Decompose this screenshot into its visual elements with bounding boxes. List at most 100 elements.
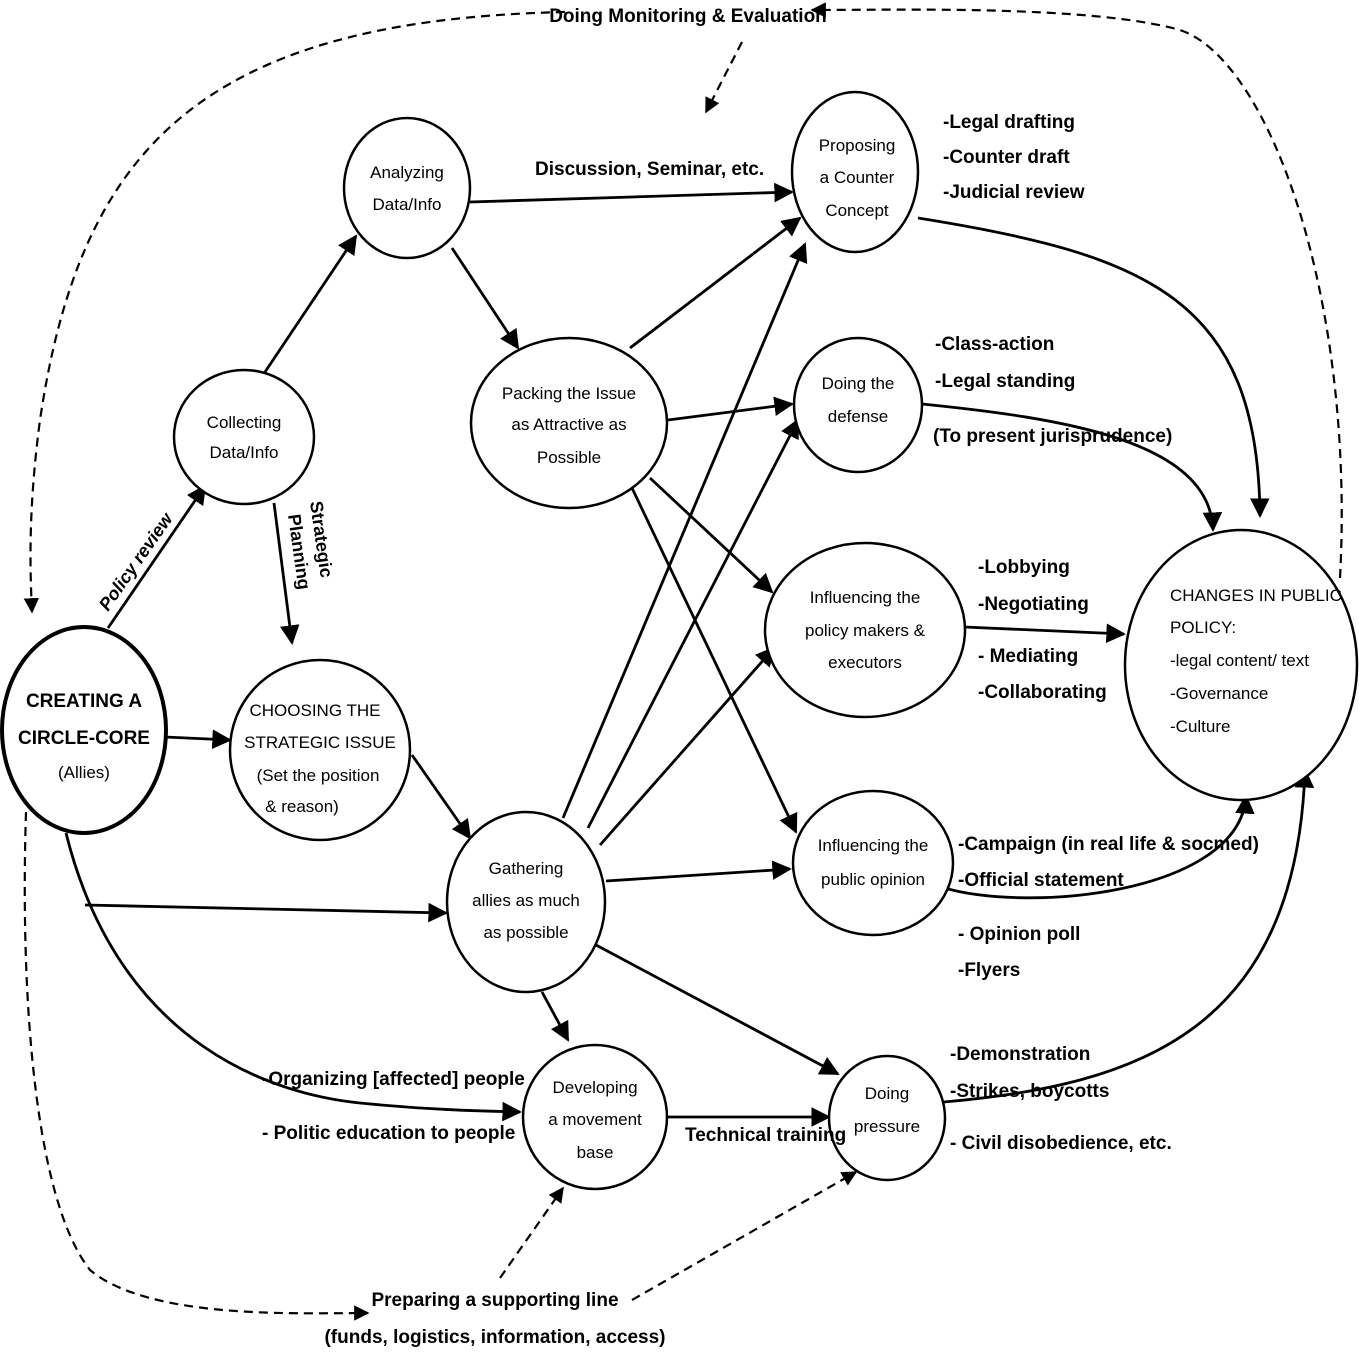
node-pressure: Doing pressure — [827, 1054, 947, 1182]
changes-line-5: -Culture — [1170, 717, 1230, 736]
edge-core-to-gathering — [84, 902, 448, 923]
proposing-line-3: Concept — [825, 201, 889, 220]
gathering-line-3: as possible — [483, 923, 568, 942]
influencing-public-line-1: Influencing the — [818, 836, 929, 855]
edge-proposing-to-changes — [917, 216, 1270, 518]
changes-line-4: -Governance — [1170, 684, 1268, 703]
pressure-line-1: Doing — [865, 1084, 909, 1103]
influencing-public-line-2: public opinion — [821, 870, 925, 889]
node-analyzing: Analyzing Data/Info — [342, 116, 472, 260]
supporting-line-label-2: (funds, logistics, information, access) — [324, 1327, 665, 1348]
dashed-edges — [23, 2, 1343, 1321]
pressure-list-1: -Demonstration — [950, 1044, 1090, 1065]
public-list-1: -Campaign (in real life & socmed) — [958, 834, 1259, 855]
proposing-list-1: -Legal drafting — [943, 112, 1075, 133]
changes-line-3: -legal content/ text — [1170, 651, 1309, 670]
defense-line-1: Doing the — [822, 374, 895, 393]
packing-line-2: as Attractive as — [511, 415, 626, 434]
public-list-2: -Official statement — [958, 870, 1124, 891]
edge-gathering-to-defense — [586, 418, 800, 829]
edge-pressure-to-changes — [943, 768, 1315, 1104]
edge-gathering-to-influencing-public — [605, 860, 792, 883]
node-packing: Packing the Issue as Attractive as Possi… — [469, 336, 669, 510]
policy-review-label: Policy review — [95, 509, 177, 615]
edge-influencing-policy-to-changes — [963, 623, 1126, 644]
proposing-list-2: -Counter draft — [943, 147, 1070, 168]
edge-packing-to-influencing-policy — [649, 476, 774, 594]
influencing-policy-line-3: executors — [828, 653, 902, 672]
proposing-line-1: Proposing — [819, 136, 896, 155]
edge-core-to-developing — [64, 832, 522, 1122]
supporting-line-label-1: Preparing a supporting line — [371, 1290, 618, 1311]
changes-line-2: POLICY: — [1170, 618, 1236, 637]
choosing-line-4: & reason) — [265, 797, 339, 816]
edge-gathering-to-pressure — [595, 943, 840, 1076]
edge-choosing-to-gathering — [410, 754, 472, 840]
node-circle-core: CREATING A CIRCLE-CORE (Allies) — [0, 625, 168, 835]
public-list-3: - Opinion poll — [958, 924, 1080, 945]
packing-line-1: Packing the Issue — [502, 384, 636, 403]
developing-line-1: Developing — [552, 1078, 637, 1097]
edge-gathering-to-influencing-policy — [598, 646, 776, 846]
public-list-4: -Flyers — [958, 960, 1020, 981]
gathering-line-1: Gathering — [489, 859, 564, 878]
influencing-policy-line-1: Influencing the — [810, 588, 921, 607]
dashed-supporting-to-pressure — [631, 1171, 858, 1301]
edge-packing-to-influencing-public — [630, 487, 798, 834]
edge-analyzing-to-proposing — [469, 182, 794, 204]
edge-labels: Doing Monitoring & Evaluation Policy rev… — [95, 6, 1259, 1348]
dashed-core-to-supporting — [23, 811, 370, 1321]
influencing-list-2: -Negotiating — [978, 594, 1089, 615]
influencing-list-1: -Lobbying — [978, 557, 1070, 578]
circle-core-line-3: (Allies) — [58, 763, 110, 782]
circle-core-line-2: CIRCLE-CORE — [18, 728, 150, 749]
edge-gathering-to-proposing — [561, 242, 808, 819]
pressure-list-2: -Strikes, boycotts — [950, 1081, 1109, 1102]
edge-packing-to-defense — [667, 396, 794, 422]
node-developing: Developing a movement base — [521, 1043, 669, 1191]
developing-line-2: a movement — [548, 1110, 642, 1129]
analyzing-line-2: Data/Info — [373, 195, 442, 214]
edge-packing-to-proposing — [629, 216, 802, 350]
dashed-right-to-monitoring — [810, 2, 1343, 579]
defense-list-2: -Legal standing — [935, 371, 1075, 392]
influencing-list-3: - Mediating — [978, 646, 1078, 667]
dashed-monitoring-to-proposing — [705, 41, 743, 114]
technical-training-label: Technical training — [685, 1125, 846, 1146]
developing-line-3: base — [577, 1143, 614, 1162]
defense-line-2: defense — [828, 407, 889, 426]
node-collecting: Collecting Data/Info — [172, 368, 316, 506]
monitoring-label: Doing Monitoring & Evaluation — [549, 6, 827, 27]
defense-list-3: (To present jurisprudence) — [933, 426, 1172, 447]
influencing-list-4: -Collaborating — [978, 682, 1107, 703]
influencing-policy-line-2: policy makers & — [805, 621, 926, 640]
gathering-line-2: allies as much — [472, 891, 580, 910]
edge-public-to-changes — [934, 794, 1255, 900]
node-proposing: Proposing a Counter Concept — [790, 90, 920, 254]
pressure-line-2: pressure — [854, 1117, 920, 1136]
edge-collecting-to-analyzing — [263, 234, 358, 373]
node-choosing: CHOOSING THE STRATEGIC ISSUE (Set the po… — [228, 658, 412, 842]
node-gathering: Gathering allies as much as possible — [445, 810, 607, 994]
pressure-list-3: - Civil disobedience, etc. — [950, 1133, 1172, 1154]
collecting-line-1: Collecting — [207, 413, 282, 432]
edge-collecting-to-choosing — [272, 502, 300, 645]
edges — [64, 182, 1315, 1127]
organizing-label-1: -Organizing [affected] people — [262, 1069, 525, 1090]
choosing-line-3: (Set the position — [257, 766, 380, 785]
discussion-label: Discussion, Seminar, etc. — [535, 159, 764, 180]
edge-core-to-collecting — [106, 484, 207, 629]
changes-line-1: CHANGES IN PUBLIC — [1170, 586, 1342, 605]
analyzing-line-1: Analyzing — [370, 163, 444, 182]
circle-core-line-1: CREATING A — [26, 691, 142, 712]
edge-core-to-choosing — [164, 729, 232, 749]
node-changes: CHANGES IN PUBLIC POLICY: -legal content… — [1123, 528, 1359, 802]
defense-list-1: -Class-action — [935, 334, 1054, 355]
proposing-list-3: -Judicial review — [943, 182, 1085, 203]
node-influencing-public: Influencing the public opinion — [791, 789, 955, 937]
edge-defense-to-changes — [921, 402, 1223, 532]
proposing-line-2: a Counter — [820, 168, 895, 187]
collecting-line-2: Data/Info — [210, 443, 279, 462]
organizing-label-2: - Politic education to people — [262, 1123, 515, 1144]
